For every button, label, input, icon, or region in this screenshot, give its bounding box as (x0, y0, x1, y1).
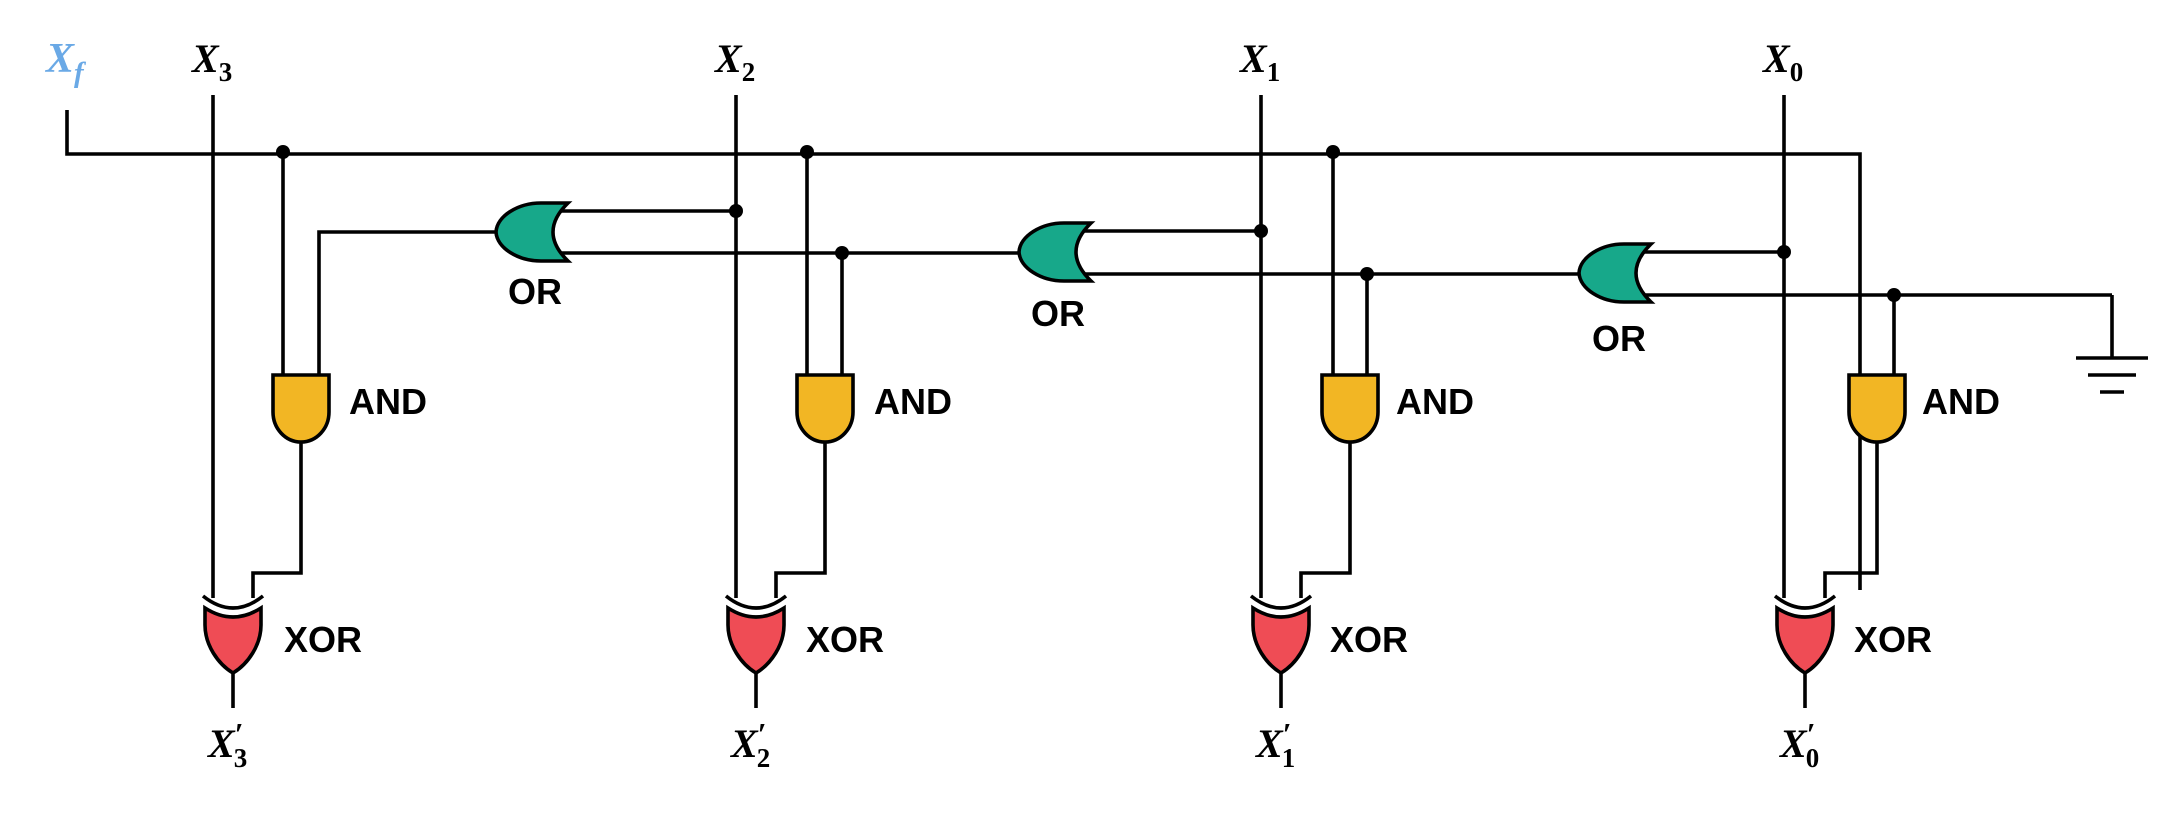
or-label-2: OR (1031, 293, 1085, 334)
junction-dot (835, 246, 849, 260)
output-label-x1p: X′1 (1254, 716, 1295, 773)
and-label-3: AND (349, 381, 427, 422)
and-gate-3 (271, 373, 331, 444)
or-gate-1 (1577, 242, 1656, 304)
junction-dots (276, 145, 1901, 302)
input-label-x2: X2 (713, 36, 755, 87)
xor-label-3: XOR (284, 619, 362, 660)
or-gate-3 (494, 201, 573, 263)
xor-gate-2 (724, 594, 788, 676)
xor-gate-1 (1249, 594, 1313, 676)
or-label-1: OR (1592, 318, 1646, 359)
ground-icon (2076, 356, 2148, 394)
or-to-and3-wire (317, 230, 496, 375)
wires (65, 95, 2114, 708)
junction-dot (1360, 267, 1374, 281)
input-label-x3: X3 (190, 36, 232, 87)
junction-dot (729, 204, 743, 218)
junction-dot (1254, 224, 1268, 238)
and3-to-xor3-wire (251, 442, 303, 598)
and-label-1: AND (1396, 381, 1474, 422)
junction-dot (1887, 288, 1901, 302)
and0-to-xor0-wire (1823, 442, 1879, 598)
and-gate-1 (1320, 373, 1380, 444)
output-label-x0p: X′0 (1778, 716, 1819, 773)
and-gate-0 (1847, 373, 1907, 444)
output-label-x2p: X′2 (729, 716, 770, 773)
junction-dot (1326, 145, 1340, 159)
and1-to-xor1-wire (1299, 442, 1352, 598)
input-label-x0: X0 (1761, 36, 1803, 87)
junction-dot (276, 145, 290, 159)
and-gate-2 (795, 373, 855, 444)
flag-wire (65, 110, 1862, 590)
or-gate-2 (1017, 221, 1096, 283)
and2-to-xor2-wire (774, 442, 827, 598)
and-label-0: AND (1922, 381, 2000, 422)
flag-label: Xf (44, 36, 87, 89)
xor-gate-3 (201, 594, 265, 676)
junction-dot (1777, 245, 1791, 259)
and-label-2: AND (874, 381, 952, 422)
xor-label-0: XOR (1854, 619, 1932, 660)
xor-label-1: XOR (1330, 619, 1408, 660)
input-label-x1: X1 (1238, 36, 1280, 87)
output-label-x3p: X′3 (206, 716, 247, 773)
junction-dot (800, 145, 814, 159)
or-label-3: OR (508, 271, 562, 312)
gate-labels: OR OR OR AND AND AND AND XOR XOR XOR XOR (284, 271, 2000, 660)
xor-label-2: XOR (806, 619, 884, 660)
xor-gate-0 (1773, 594, 1837, 676)
